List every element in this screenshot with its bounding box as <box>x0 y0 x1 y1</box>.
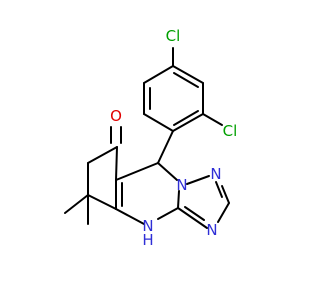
hydrogen-atom-nh-label: H <box>142 231 153 249</box>
oxygen-atom-label: O <box>110 107 122 125</box>
phenyl-inner-double-bond-2 <box>173 110 199 126</box>
bond-phenyl-to-c9 <box>157 130 174 164</box>
triazole-bond-3 <box>217 202 230 223</box>
triazole-bond-4 <box>177 207 208 229</box>
bond-nh-to-c4a <box>115 208 145 225</box>
chlorine-atom-right-label: Cl <box>223 122 238 140</box>
phenyl-bond-1 <box>172 65 204 84</box>
phenyl-bond-3 <box>172 113 204 132</box>
nitrogen-atom-triazole-n1-label: N <box>176 176 187 194</box>
nitrogen-atom-triazole-n2-label: N <box>210 165 221 183</box>
nitrogen-atom-nh-label: N <box>142 217 153 235</box>
chlorine-atom-top-label: Cl <box>166 27 181 45</box>
bond-c6-to-c5 <box>87 194 117 210</box>
bond-c9-to-n1 <box>157 162 178 181</box>
bond-n1-to-c9a <box>177 190 180 209</box>
bond-ring-to-right-chlorine <box>202 113 223 126</box>
bond-c9a-to-nh <box>157 207 179 220</box>
bond-c8a-to-c9 <box>115 162 159 181</box>
triazole-double-bond-2 <box>184 206 205 221</box>
bond-c8-to-c7 <box>87 146 118 164</box>
phenyl-bond-6 <box>143 65 174 84</box>
phenyl-bond-4 <box>143 113 174 132</box>
bond-c8a-to-c8 <box>115 146 118 181</box>
methyl-bond-left <box>64 194 89 214</box>
triazole-bond-1 <box>186 175 210 185</box>
molecule-diagram: Cl Cl O N N N N H <box>64 27 238 249</box>
triazole-bond-2 <box>221 185 230 204</box>
nitrogen-atom-triazole-n4-label: N <box>206 221 217 239</box>
phenyl-inner-double-bond-1 <box>173 72 199 88</box>
triazole-double-bond-1 <box>215 181 223 198</box>
chemical-structure-canvas: Cl Cl O N N N N H <box>64 27 238 249</box>
